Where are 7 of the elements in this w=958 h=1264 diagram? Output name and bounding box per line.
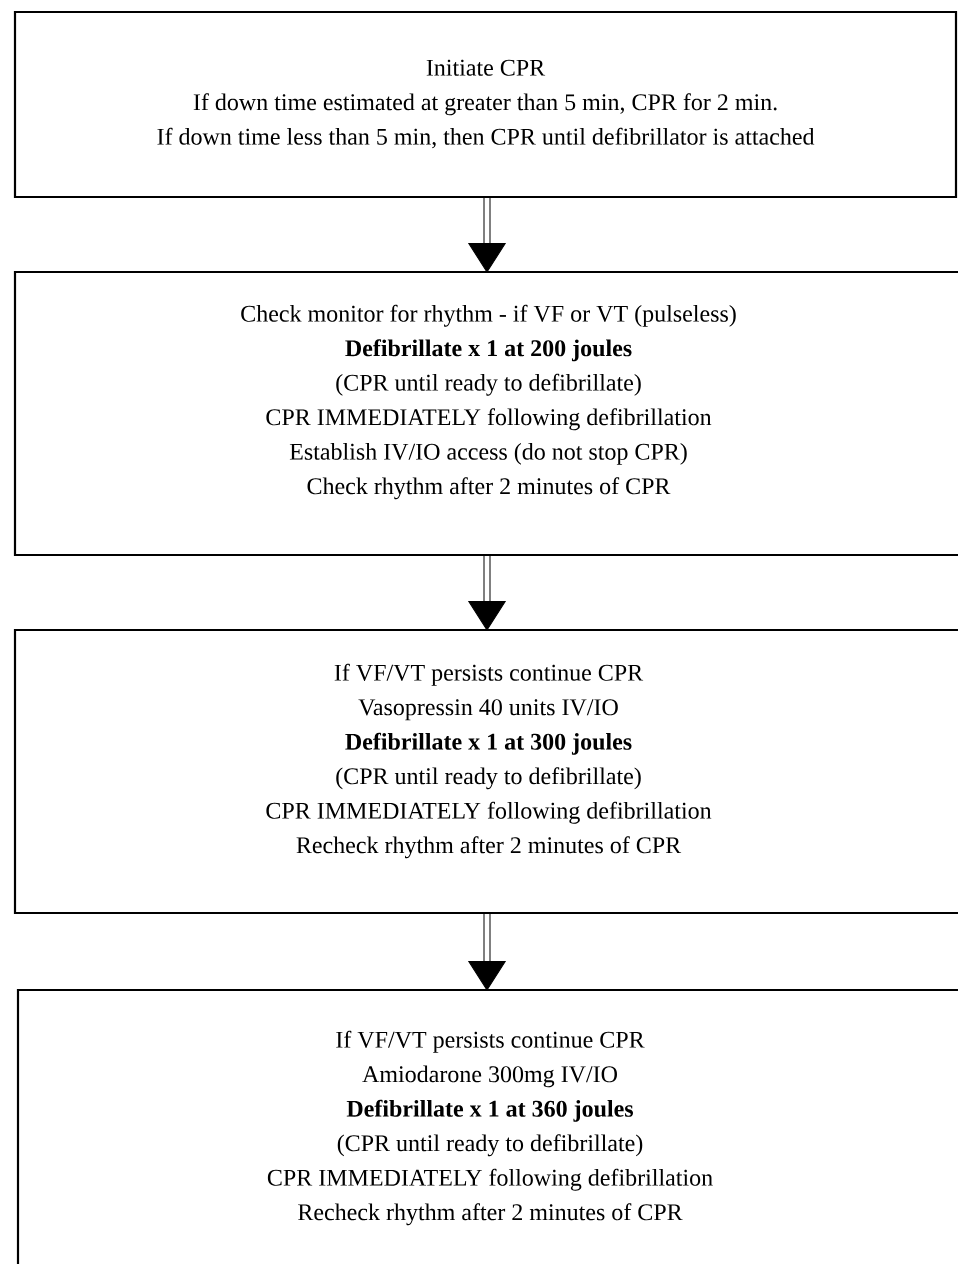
arrow — [468, 914, 506, 991]
process-box: Check monitor for rhythm - if VF or VT (pulseless) Defibrillate x 1 at 200 joules (CPR until ready to defibrillate) CPR IMMEDIATELY following defibrillation Establish IV/IO access (do not stop CPR) Check rhythm after 2 minutes of CPR — [13, 270, 958, 557]
process-box: If VF/VT persists continue CPR Vasopressin 40 units IV/IO Defibrillate x 1 at 300 joules (CPR until ready to defibrillate) CPR IMMEDIATELY following defibrillation Recheck rhythm after 2 minutes of CPR — [13, 628, 958, 915]
process-box: Initiate CPR If down time estimated at greater than 5 min, CPR for 2 min. If down time less than 5 min, then CPR until defibrillator is attached — [13, 10, 958, 199]
arrow — [468, 556, 506, 631]
process-box: If VF/VT persists continue CPR Amiodarone 300mg IV/IO Defibrillate x 1 at 360 joules (CPR until ready to defibrillate) CPR IMMEDIATELY following defibrillation Recheck rhythm after 2 minutes of CPR — [16, 988, 958, 1264]
arrow — [468, 198, 506, 273]
